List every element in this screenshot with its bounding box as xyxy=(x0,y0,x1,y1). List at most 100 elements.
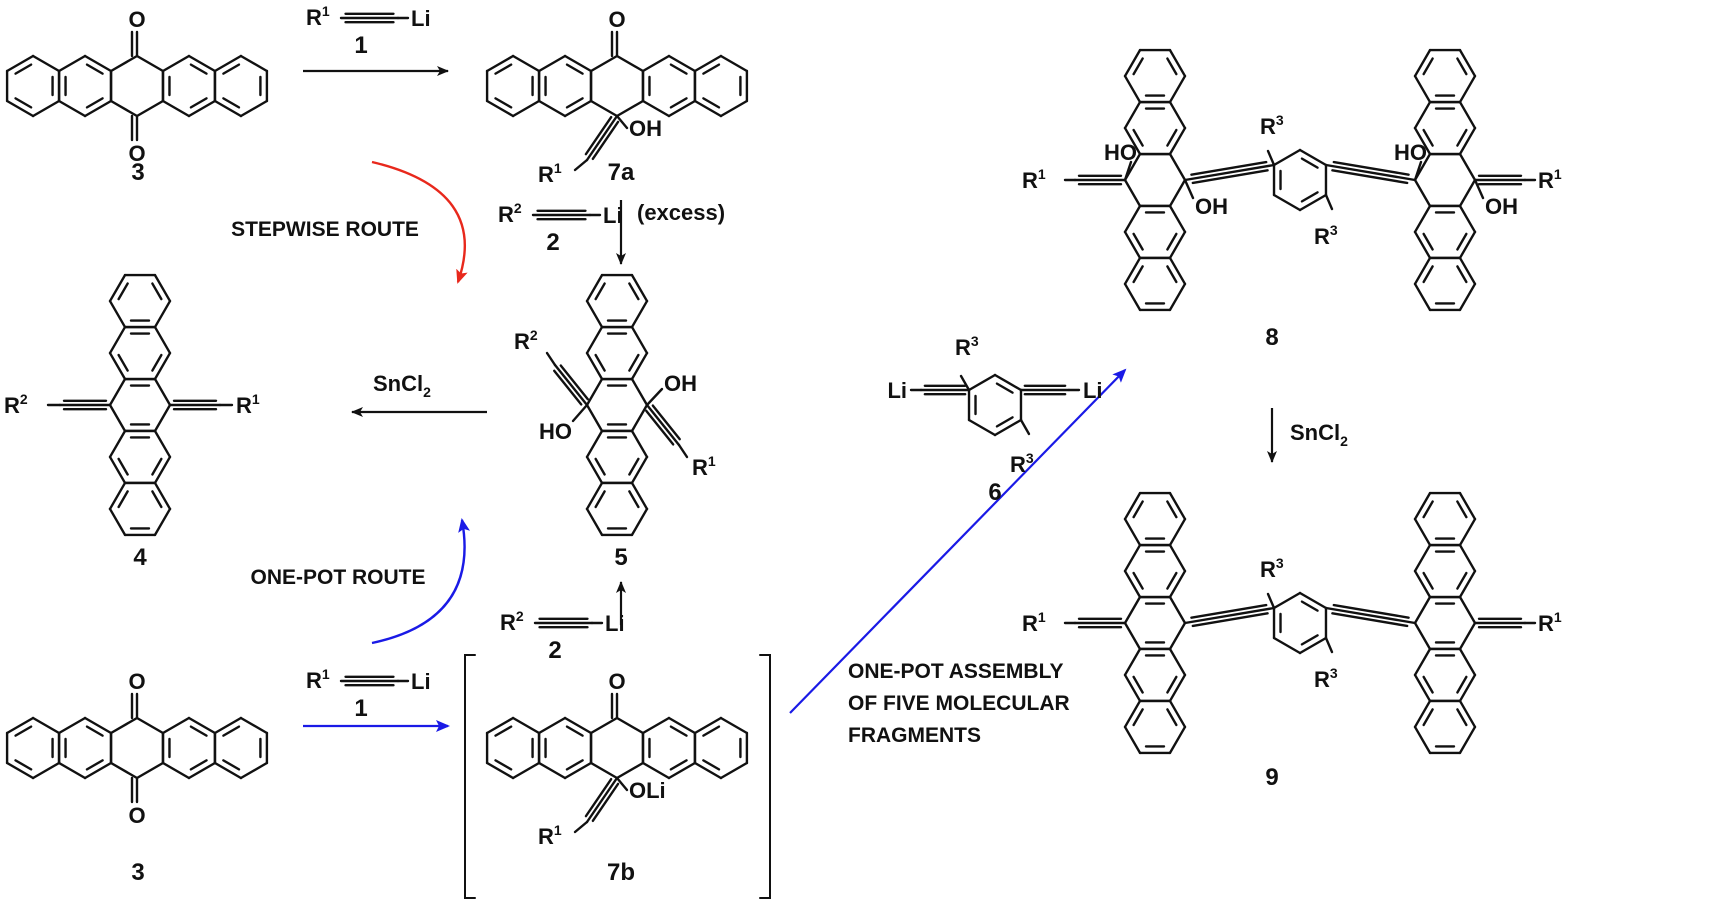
ring-bond xyxy=(1168,152,1187,182)
assembly-label-line2: OF FIVE MOLECULAR xyxy=(848,692,1070,715)
ring-double-bond xyxy=(222,97,241,109)
ring-double-bond xyxy=(117,353,129,372)
adduct-7a-ring-3 xyxy=(589,54,645,118)
ring-bond xyxy=(585,325,604,355)
ring-bond xyxy=(1458,256,1477,286)
ring-bond xyxy=(108,273,127,303)
sncl2-subscript: 2 xyxy=(423,384,431,400)
arrow-stepwise-route xyxy=(371,160,468,284)
dimer-9-alkyne-end-right xyxy=(1473,617,1527,629)
ring-bond xyxy=(153,507,172,537)
bracket-group xyxy=(464,654,771,899)
arrow-onepot-assembly xyxy=(789,368,1127,714)
ring-bond xyxy=(1168,491,1187,521)
ring-bond xyxy=(719,54,749,73)
ring-bond xyxy=(719,716,749,735)
ring-bond xyxy=(641,99,671,118)
ring-bond xyxy=(630,429,649,459)
ring-bond xyxy=(615,761,645,780)
ring-bond xyxy=(1123,673,1142,703)
ring-bond xyxy=(1413,230,1432,260)
ring-double-bond xyxy=(151,457,163,476)
ring-double-bond xyxy=(1132,500,1144,519)
ring-bond xyxy=(239,99,269,118)
compound-9-label: 9 xyxy=(1265,764,1278,791)
ring-double-bond xyxy=(702,725,721,737)
diol-5-alkyne-r2 xyxy=(553,363,589,407)
diol-8-oh-right-b: OH xyxy=(1485,194,1518,219)
ring-bond xyxy=(153,455,172,485)
ring-double-bond xyxy=(702,759,721,771)
ring-double-bond xyxy=(1456,232,1468,251)
ring-bond xyxy=(108,403,127,433)
ring-bond xyxy=(630,507,649,537)
ring-bond xyxy=(585,429,604,459)
ring-bond xyxy=(161,716,191,735)
ring-bond xyxy=(585,481,604,511)
ring-bond xyxy=(5,54,35,73)
alkyne-side xyxy=(1191,169,1269,185)
oh-bond xyxy=(645,387,664,407)
dimer-9-left-ring-4 xyxy=(1123,647,1187,703)
ring-double-bond xyxy=(594,457,606,476)
ring-bond xyxy=(1272,591,1302,610)
ring-bond xyxy=(161,99,191,118)
pentacene-4-ring-2 xyxy=(108,325,172,381)
compound-3-top-label: 3 xyxy=(131,159,144,186)
ring-bond xyxy=(135,716,165,735)
ring-bond xyxy=(57,99,87,118)
ring-bond xyxy=(135,761,165,780)
ring-bond xyxy=(667,761,697,780)
ring-bond xyxy=(1123,256,1142,286)
ring-bond xyxy=(1123,74,1142,104)
oh-bond xyxy=(1413,160,1423,182)
ring-bond xyxy=(511,99,541,118)
ring-double-bond xyxy=(222,63,241,75)
ring-double-bond xyxy=(1166,708,1178,727)
ring-double-bond xyxy=(14,725,33,737)
ring-bond xyxy=(589,761,619,780)
ring-double-bond xyxy=(1456,675,1468,694)
dimer-9-right-ring-1 xyxy=(1413,491,1477,547)
ring-double-bond xyxy=(1132,571,1144,590)
ring-double-bond xyxy=(494,725,513,737)
ring-bond xyxy=(1123,647,1142,677)
dilithium-6-li-right: Li xyxy=(1083,378,1103,403)
dilithium-6-ring xyxy=(967,373,1023,437)
ring-bond xyxy=(1123,621,1142,651)
diol-8-r3-bottom: R3 xyxy=(1314,222,1338,249)
ring-bond xyxy=(1168,725,1187,755)
atom-symbol: R xyxy=(1538,168,1554,193)
ring-bond xyxy=(108,299,127,329)
ring-bond xyxy=(1123,230,1142,260)
ring-bond xyxy=(1413,178,1432,208)
ring-double-bond xyxy=(117,490,129,509)
ring-bond xyxy=(585,377,604,407)
quinone-bottom-ring-2 xyxy=(57,716,113,780)
ring-bond xyxy=(1413,204,1432,234)
ring-bond xyxy=(57,716,87,735)
sncl2-left-label: SnCl2 xyxy=(373,371,431,400)
assembly-label-line3: FRAGMENTS xyxy=(848,724,981,747)
r-bond xyxy=(1266,149,1276,167)
ring-bond xyxy=(563,716,593,735)
ring-bond xyxy=(1123,595,1142,625)
ring-bond xyxy=(1458,126,1477,156)
ring-bond xyxy=(693,99,723,118)
adduct-7b-oxygen: O xyxy=(608,669,625,694)
ring-bond xyxy=(1458,48,1477,78)
ring-bond xyxy=(1272,193,1302,212)
ring-bond xyxy=(1168,543,1187,573)
r-bond xyxy=(1324,636,1334,654)
diol-5-ho-left: HO xyxy=(539,419,572,444)
ring-bond xyxy=(109,716,139,735)
pentacene-4-r2: R2 xyxy=(4,391,28,418)
alkyne-side xyxy=(1190,603,1268,619)
ring-double-bond xyxy=(189,97,208,109)
alkyne-center xyxy=(553,363,589,407)
ring-bond xyxy=(615,54,645,73)
ring-bond xyxy=(108,507,127,537)
ring-bond xyxy=(563,99,593,118)
ring-double-bond xyxy=(1456,500,1468,519)
ring-bond xyxy=(615,99,645,118)
